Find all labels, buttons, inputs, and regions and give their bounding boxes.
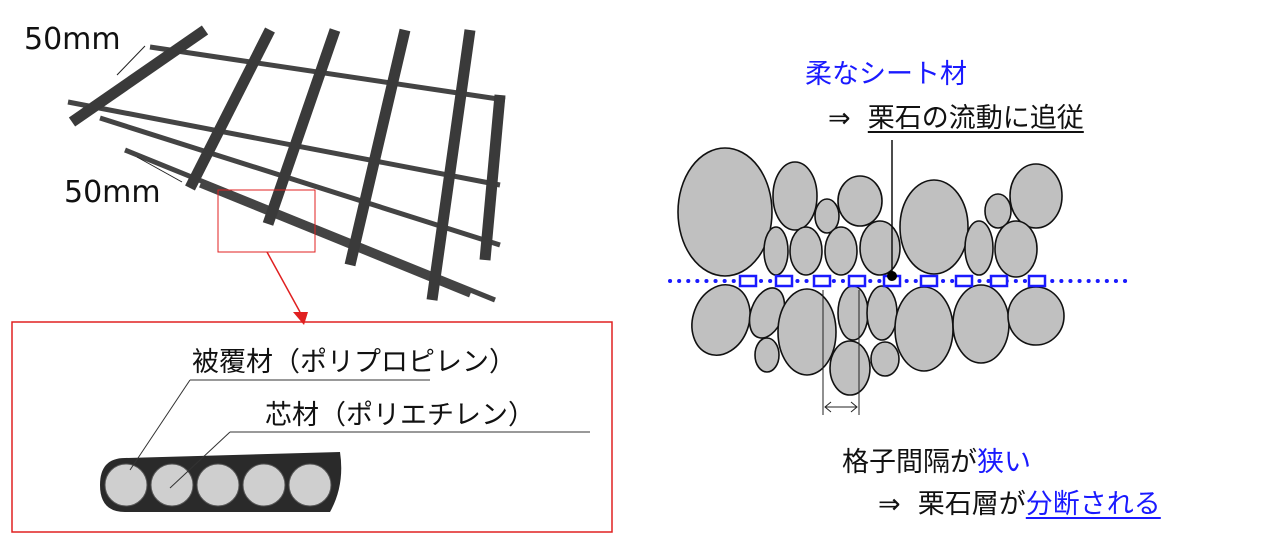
spacing-label-top: 50mm xyxy=(24,22,121,57)
core-label: 芯材（ポリエチレン） xyxy=(265,400,535,431)
narrow-spacing-heading: 格子間隔が狭い xyxy=(842,440,1031,479)
spacing-marker xyxy=(822,290,860,415)
geogrid-mesh xyxy=(67,25,506,303)
narrow-spacing-prefix: 格子間隔が xyxy=(842,447,977,478)
grid-nodes xyxy=(738,274,1047,288)
spacing-label-bottom: 50mm xyxy=(64,175,161,210)
dimension-arrows xyxy=(116,45,183,183)
arrow-symbol: ⇒ xyxy=(878,489,901,520)
detail-highlight-box xyxy=(217,189,316,253)
stone-particles xyxy=(677,147,1065,396)
coating-label: 被覆材（ポリプロピレン） xyxy=(192,347,516,378)
follow-flow-text: 栗石の流動に追従 xyxy=(867,103,1084,134)
cross-section-box xyxy=(11,321,613,533)
cable-cross-section xyxy=(100,379,590,512)
flexible-sheet-heading: 柔なシート材 xyxy=(805,59,967,90)
divided-layer-prefix: 栗石層が xyxy=(917,489,1026,520)
callout-arrowhead xyxy=(293,312,308,325)
follow-flow-line: ⇒ 栗石の流動に追従 xyxy=(828,96,1084,135)
divided-layer-line: ⇒ 栗石層が分断される xyxy=(878,482,1161,521)
divided-layer-emph: 分断される xyxy=(1025,489,1161,520)
leader-dot xyxy=(887,271,897,281)
narrow-spacing-emph: 狭い xyxy=(977,447,1031,478)
arrow-symbol: ⇒ xyxy=(828,103,851,134)
